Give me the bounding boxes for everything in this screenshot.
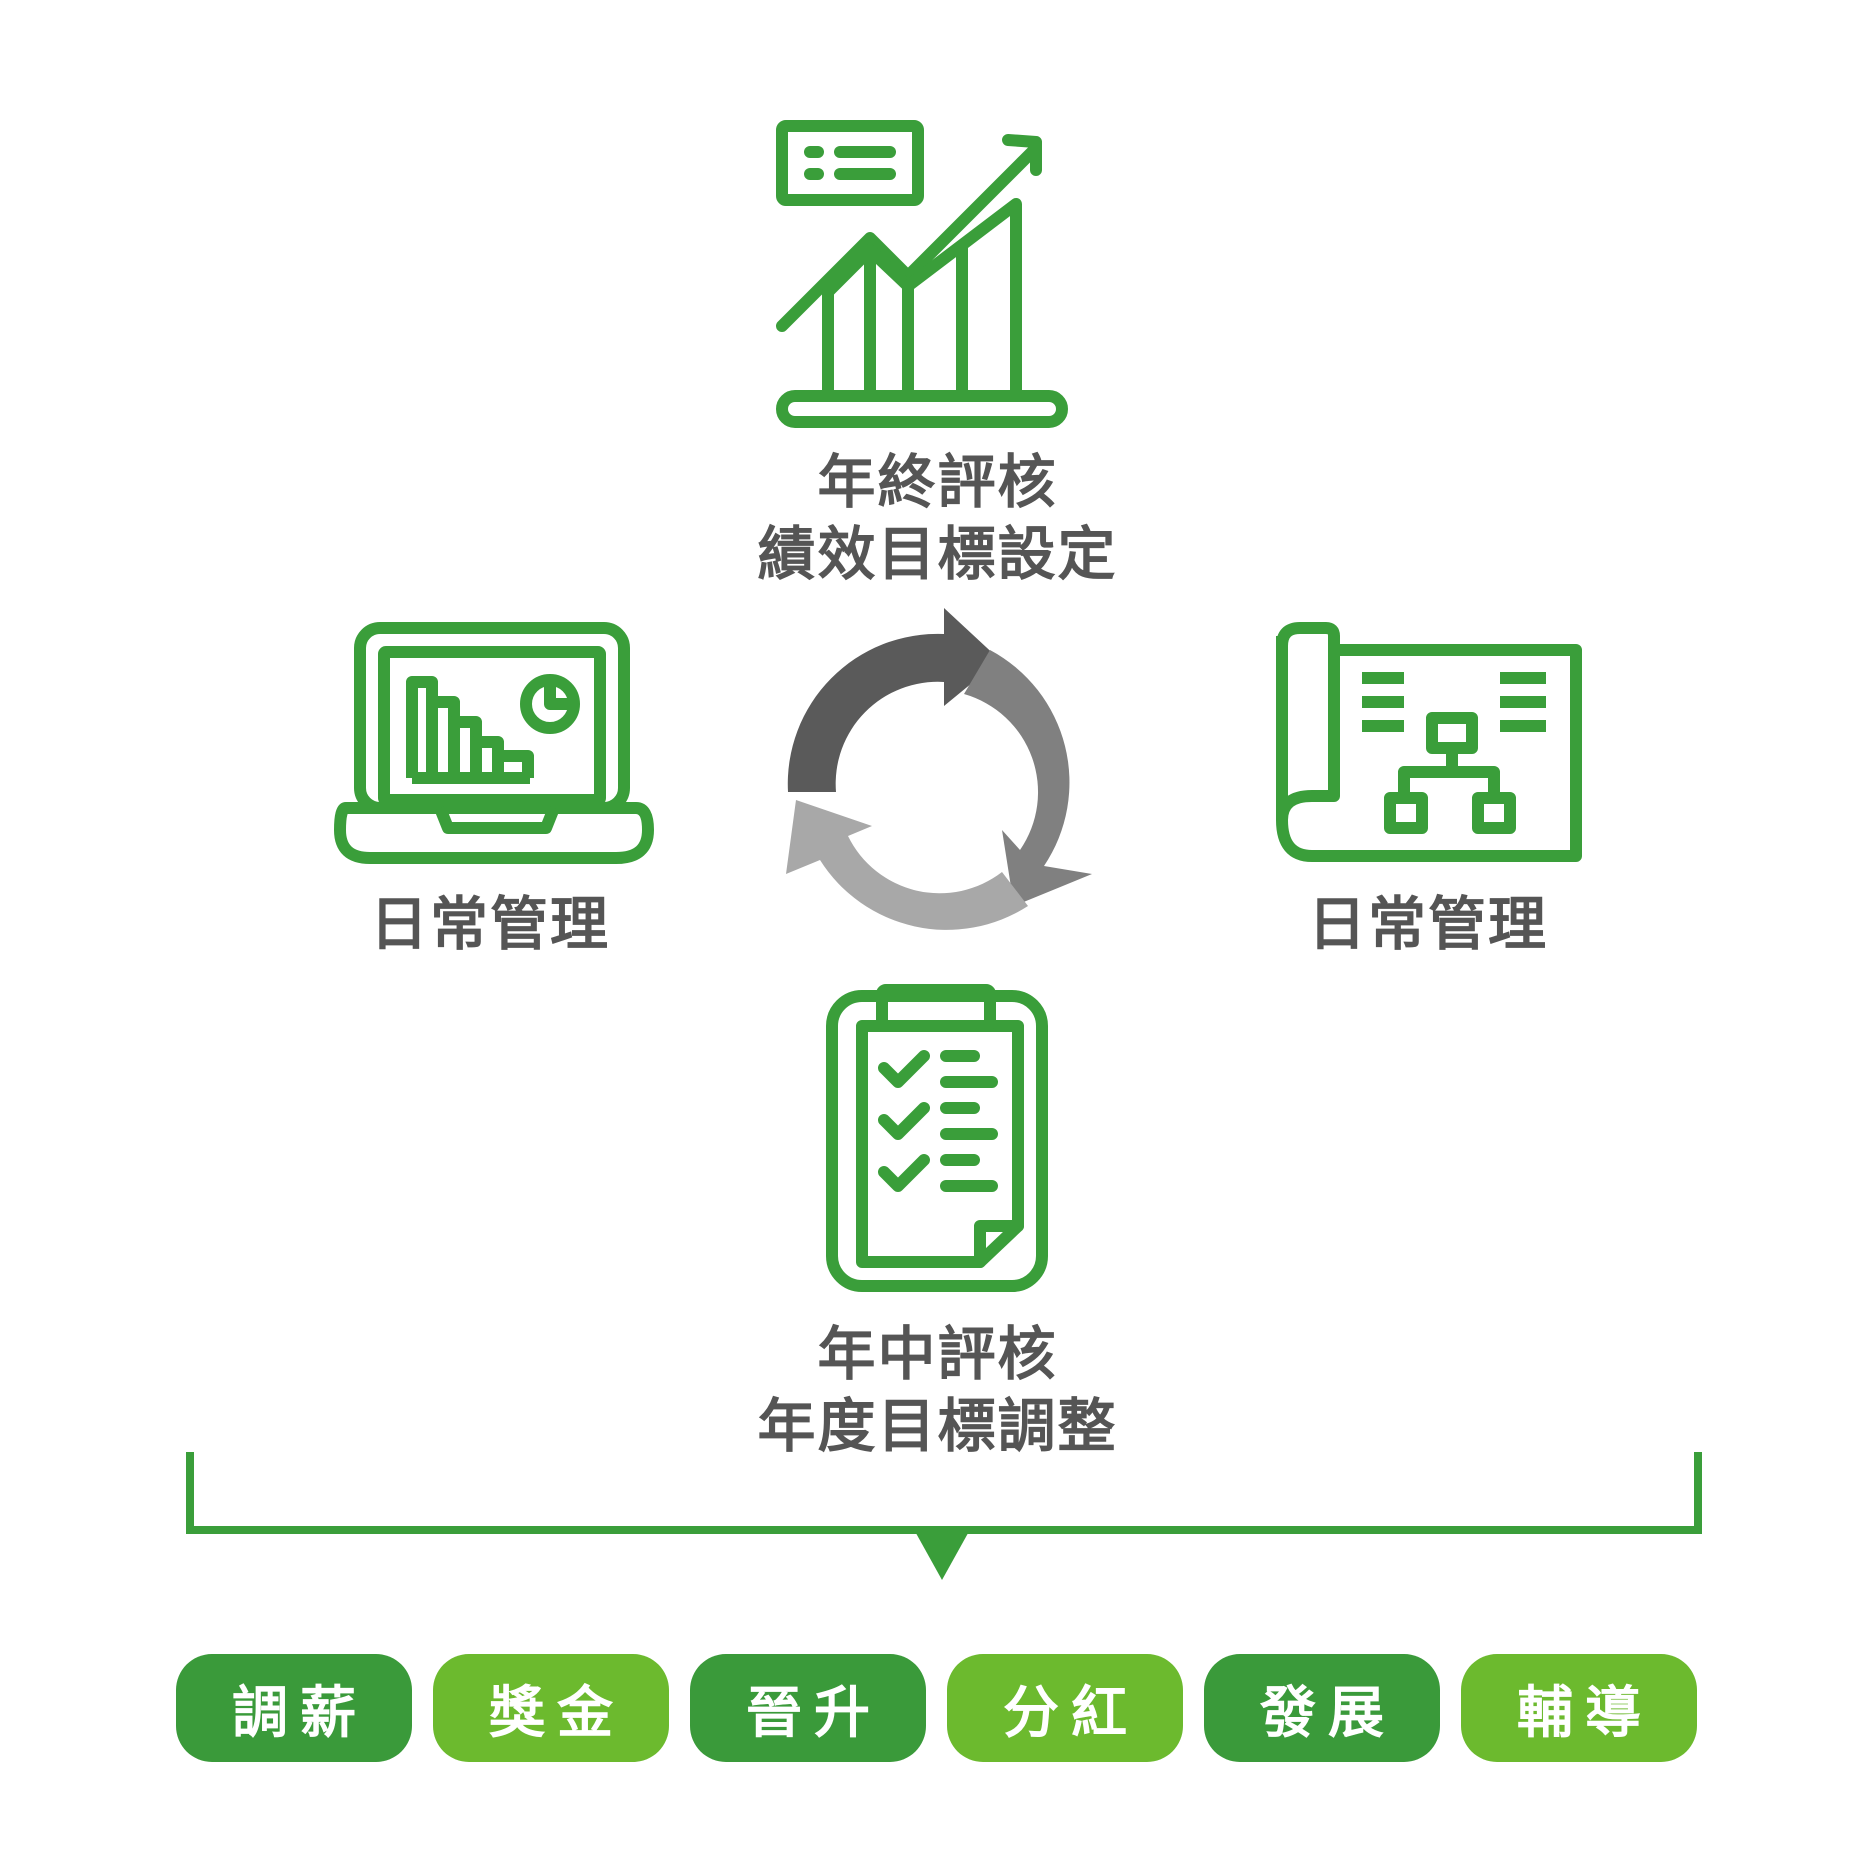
stage-top-line1: 年終評核 [817,448,1058,516]
outcome-pill-bonus: 獎金 [433,1654,669,1762]
laptop-dashboard-icon [334,622,654,864]
stage-label-left: 日常管理 [369,890,610,958]
outcome-pill-coaching: 輔導 [1461,1654,1697,1762]
bracket-pointer [912,1526,972,1580]
outcome-bracket [186,1452,1702,1534]
outcome-pill-profit-share: 分紅 [947,1654,1183,1762]
cycle-arrows-icon [786,608,1092,930]
outcome-pill-promotion: 晉升 [690,1654,926,1762]
stage-bottom-line2: 年度目標調整 [757,1392,1118,1460]
outcome-pill-salary: 調薪 [176,1654,412,1762]
stage-bottom-line1: 年中評核 [817,1320,1058,1388]
stage-label-right: 日常管理 [1307,890,1548,958]
clipboard-checklist-icon [826,984,1048,1292]
cycle-arrow-mid [964,650,1092,906]
cycle-arrow-light [786,800,1028,930]
outcome-pill-development: 發展 [1204,1654,1440,1762]
blueprint-org-chart-icon [1276,622,1582,862]
stage-label-bottom: 年中評核 年度目標調整 [700,1318,1175,1462]
growth-chart-icon [776,120,1068,428]
cycle-arrow-dark [787,608,1000,792]
stage-top-line2: 績效目標設定 [757,520,1118,588]
stage-label-top: 年終評核 績效目標設定 [700,446,1175,590]
